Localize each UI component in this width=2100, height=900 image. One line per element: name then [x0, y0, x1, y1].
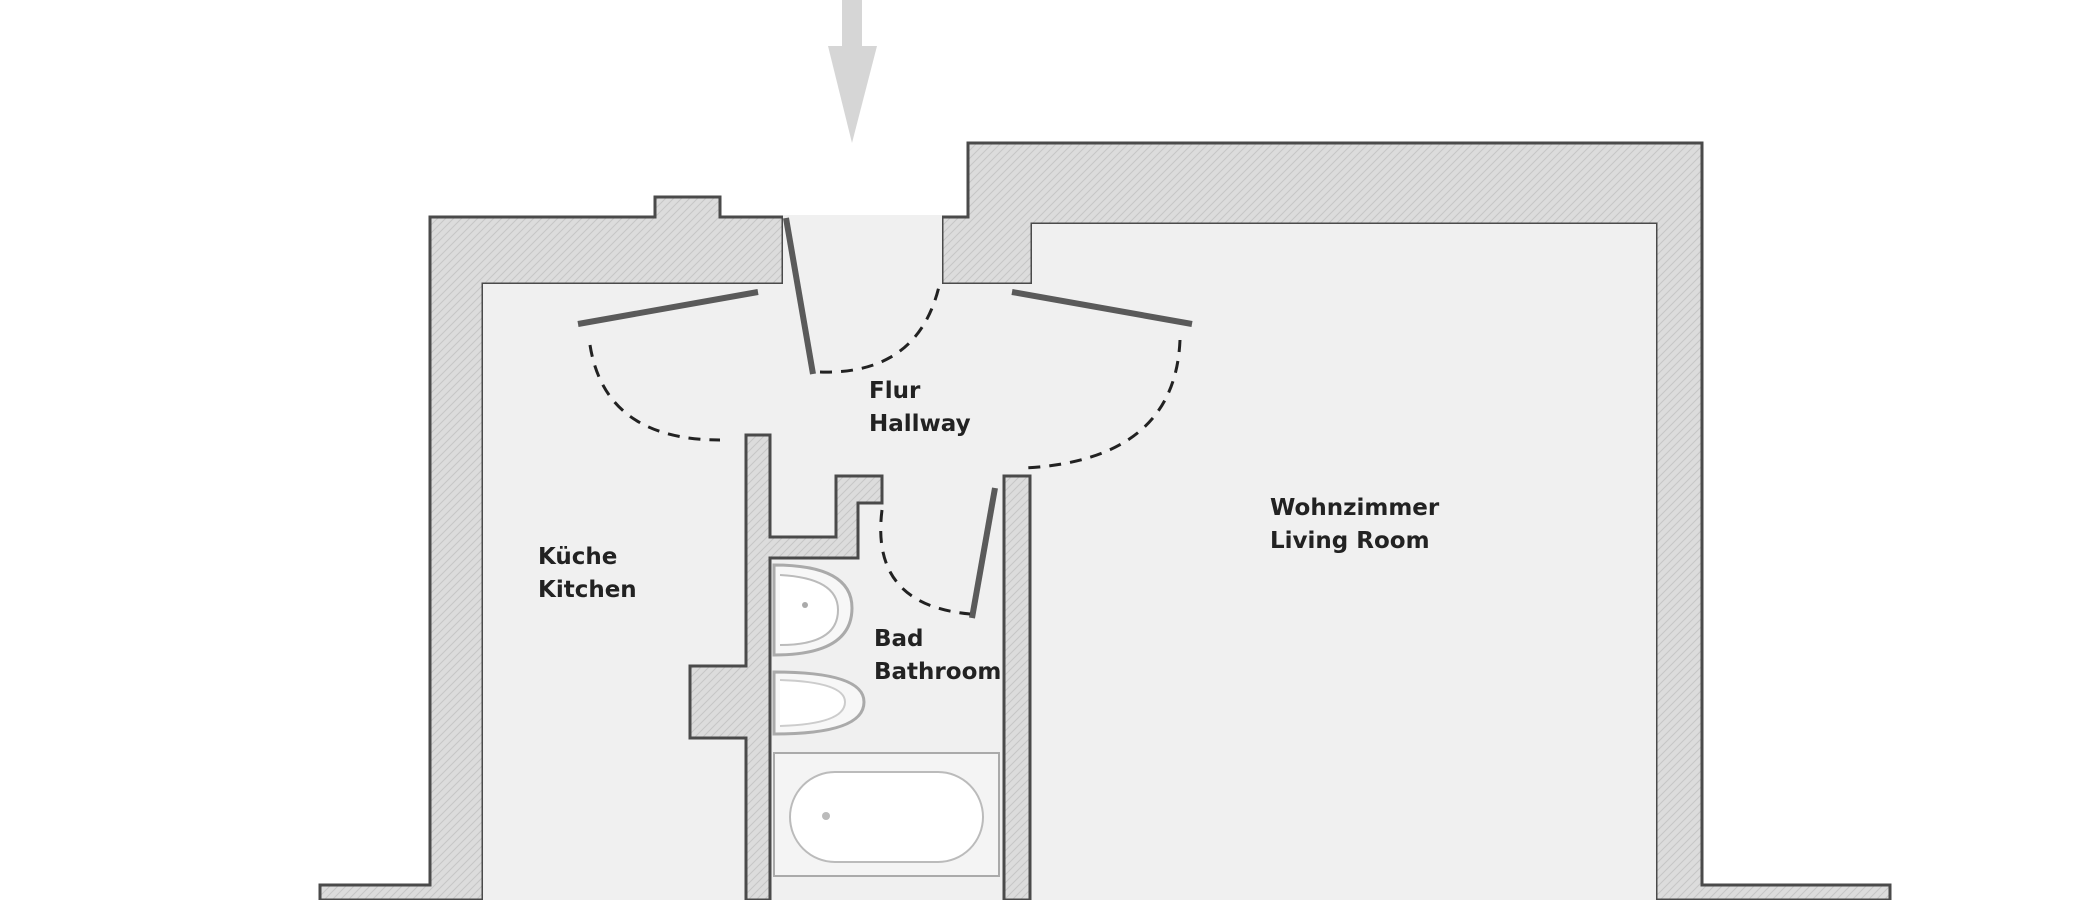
hallway-name-en: Hallway: [869, 411, 971, 437]
bathroom-label: Bad Bathroom: [874, 623, 1001, 689]
toilet-icon: [772, 670, 866, 736]
living-room-floor: [1004, 224, 1656, 900]
hallway-name-de: Flur: [869, 378, 921, 404]
kitchen-label: Küche Kitchen: [538, 541, 637, 607]
hallway-label: Flur Hallway: [869, 375, 971, 441]
kitchen-name-en: Kitchen: [538, 577, 637, 603]
kitchen-door: [577, 289, 759, 442]
entrance-door: [783, 217, 942, 375]
bathroom-door: [879, 487, 998, 619]
bathtub-icon: [773, 752, 1000, 877]
entrance-arrow-icon: [828, 0, 877, 143]
hallway-floor: [746, 215, 1004, 537]
living-room-door: [1011, 289, 1193, 470]
kitchen-name-de: Küche: [538, 544, 618, 570]
bathroom-name-de: Bad: [874, 626, 924, 652]
living-room-label: Wohnzimmer Living Room: [1270, 492, 1439, 558]
sink-icon: [772, 563, 854, 657]
bathroom-name-en: Bathroom: [874, 659, 1002, 685]
living-room-name-en: Living Room: [1270, 528, 1430, 554]
living-room-name-de: Wohnzimmer: [1270, 495, 1440, 521]
